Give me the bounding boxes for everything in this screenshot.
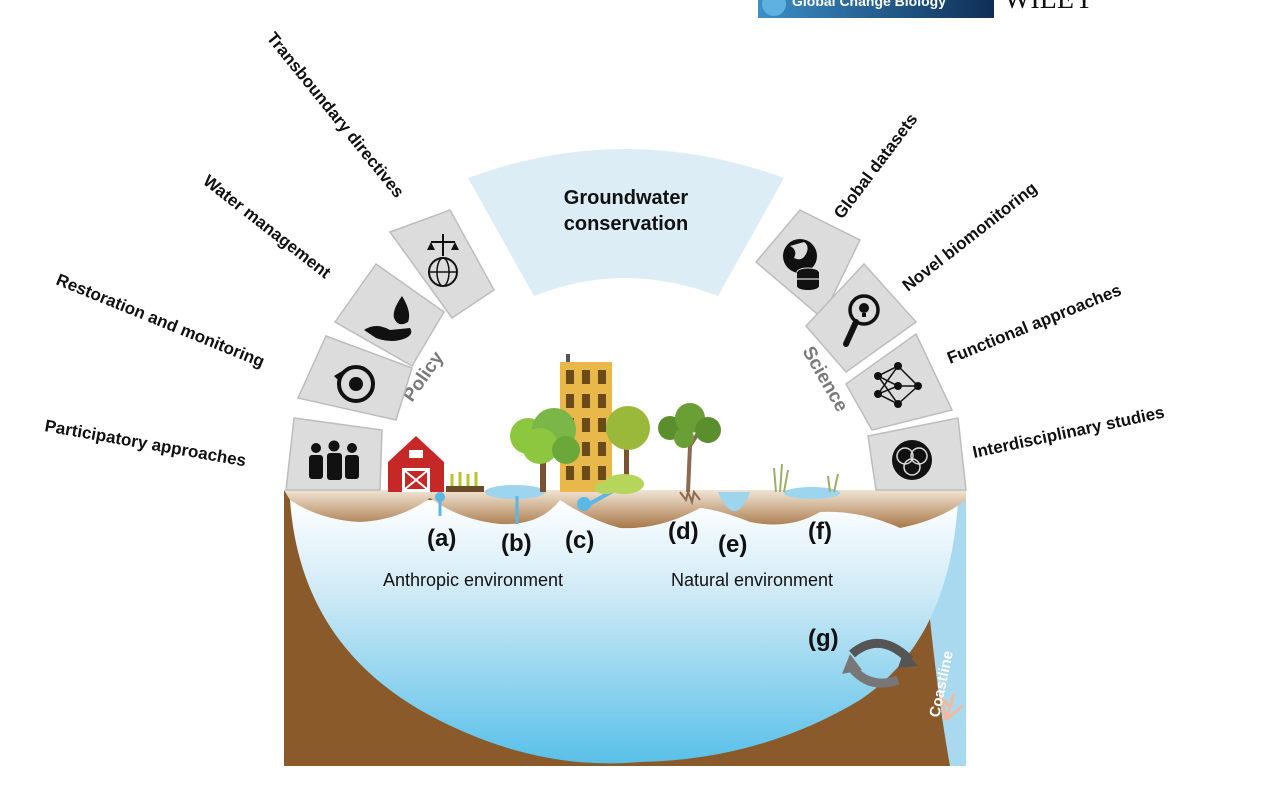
pond-e (718, 492, 750, 511)
anthropic-environment-label: Anthropic environment (383, 570, 563, 590)
shrub-icon (594, 474, 644, 494)
venn-icon (892, 440, 932, 480)
policy-tile-restoration (296, 335, 413, 421)
science-tile-functional (845, 332, 954, 431)
letter-d: (d) (668, 518, 699, 545)
journal-name: Global Change Biology (792, 0, 946, 9)
letter-e: (e) (718, 531, 747, 558)
pipe-c-node (577, 497, 591, 511)
center-panel (468, 149, 784, 296)
policy-label-transboundary: Transboundary directives (263, 29, 408, 202)
journal-logo-icon (762, 0, 786, 16)
science-tile-global-datasets (754, 209, 861, 320)
globe-database-icon (783, 239, 820, 290)
letter-b: (b) (501, 530, 532, 557)
letter-c: (c) (565, 527, 594, 554)
center-title-line2: conservation (564, 213, 688, 235)
science-label-global-datasets: Global datasets (830, 110, 921, 223)
network-icon (874, 362, 922, 408)
scales-globe-icon (427, 234, 459, 287)
water-hand-icon (364, 296, 412, 341)
letter-a: (a) (427, 525, 456, 552)
letter-f: (f) (808, 518, 832, 545)
policy-label-restoration: Restoration and monitoring (54, 270, 268, 371)
exchange-arrows-icon (842, 638, 918, 688)
policy-tile-water-management (333, 262, 445, 368)
policy-label-water-management: Water management (200, 171, 335, 282)
letter-g: (g) (808, 625, 839, 652)
science-tile-interdisciplinary (867, 417, 967, 491)
center-title-line1: Groundwater (564, 187, 689, 209)
science-label-functional: Functional approaches (944, 280, 1124, 367)
city-tree-icon (510, 408, 580, 492)
groundwater-aquifer (290, 500, 958, 764)
crops-icon (446, 472, 484, 492)
natural-tree-icon (658, 403, 721, 506)
pond-b (485, 485, 545, 499)
journal-header: Global Change Biology WILEY (758, 0, 1094, 18)
publisher-name: WILEY (1004, 0, 1094, 15)
reeds-icon (773, 463, 839, 493)
surface-soil-layer (284, 490, 966, 529)
barn-icon (385, 432, 447, 492)
coral-icon (938, 689, 963, 722)
journal-banner (758, 0, 994, 18)
science-label-interdisciplinary: Interdisciplinary studies (971, 403, 1166, 462)
cycle-arrow-icon (334, 365, 375, 403)
magnifier-bulb-icon (843, 294, 880, 347)
people-group-icon (309, 440, 359, 480)
policy-label-participatory: Participatory approaches (43, 416, 247, 470)
pond-f (784, 487, 840, 499)
natural-environment-label: Natural environment (671, 570, 833, 590)
policy-tile-participatory (285, 417, 383, 491)
science-label-novel-biomonitoring: Novel biomonitoring (899, 178, 1041, 295)
science-tile-novel-biomonitoring (804, 262, 918, 374)
well-a-pump (435, 492, 445, 502)
round-tree-icon (606, 406, 650, 480)
policy-tile-transboundary (388, 209, 495, 320)
